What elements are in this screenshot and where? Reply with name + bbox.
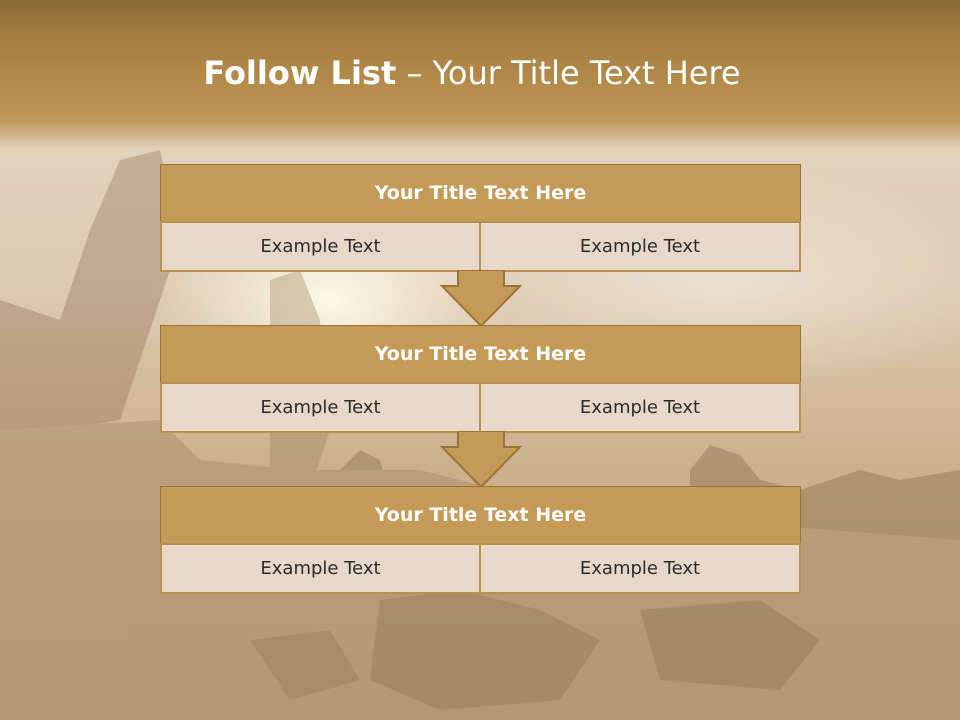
title-bar [0,0,960,150]
list-block-title: Your Title Text Here [160,486,801,544]
list-block-1: Your Title Text Here Example Text Exampl… [160,164,801,272]
list-block-3: Your Title Text Here Example Text Exampl… [160,486,801,594]
down-arrow-icon [439,270,523,328]
slide-title: Follow List – Your Title Text Here [0,54,944,92]
list-block-2: Your Title Text Here Example Text Exampl… [160,325,801,433]
list-block-left-text: Example Text [160,382,481,433]
slide-title-separator: – [396,54,433,92]
list-block-right-text: Example Text [479,221,801,272]
slide-title-bold: Follow List [203,54,397,92]
list-block-right-text: Example Text [479,543,801,594]
list-block-right-text: Example Text [479,382,801,433]
list-block-left-text: Example Text [160,543,481,594]
list-block-left-text: Example Text [160,221,481,272]
list-block-title: Your Title Text Here [160,325,801,383]
down-arrow-icon [439,431,523,489]
slide-title-rest: Your Title Text Here [432,54,741,92]
list-block-title: Your Title Text Here [160,164,801,222]
